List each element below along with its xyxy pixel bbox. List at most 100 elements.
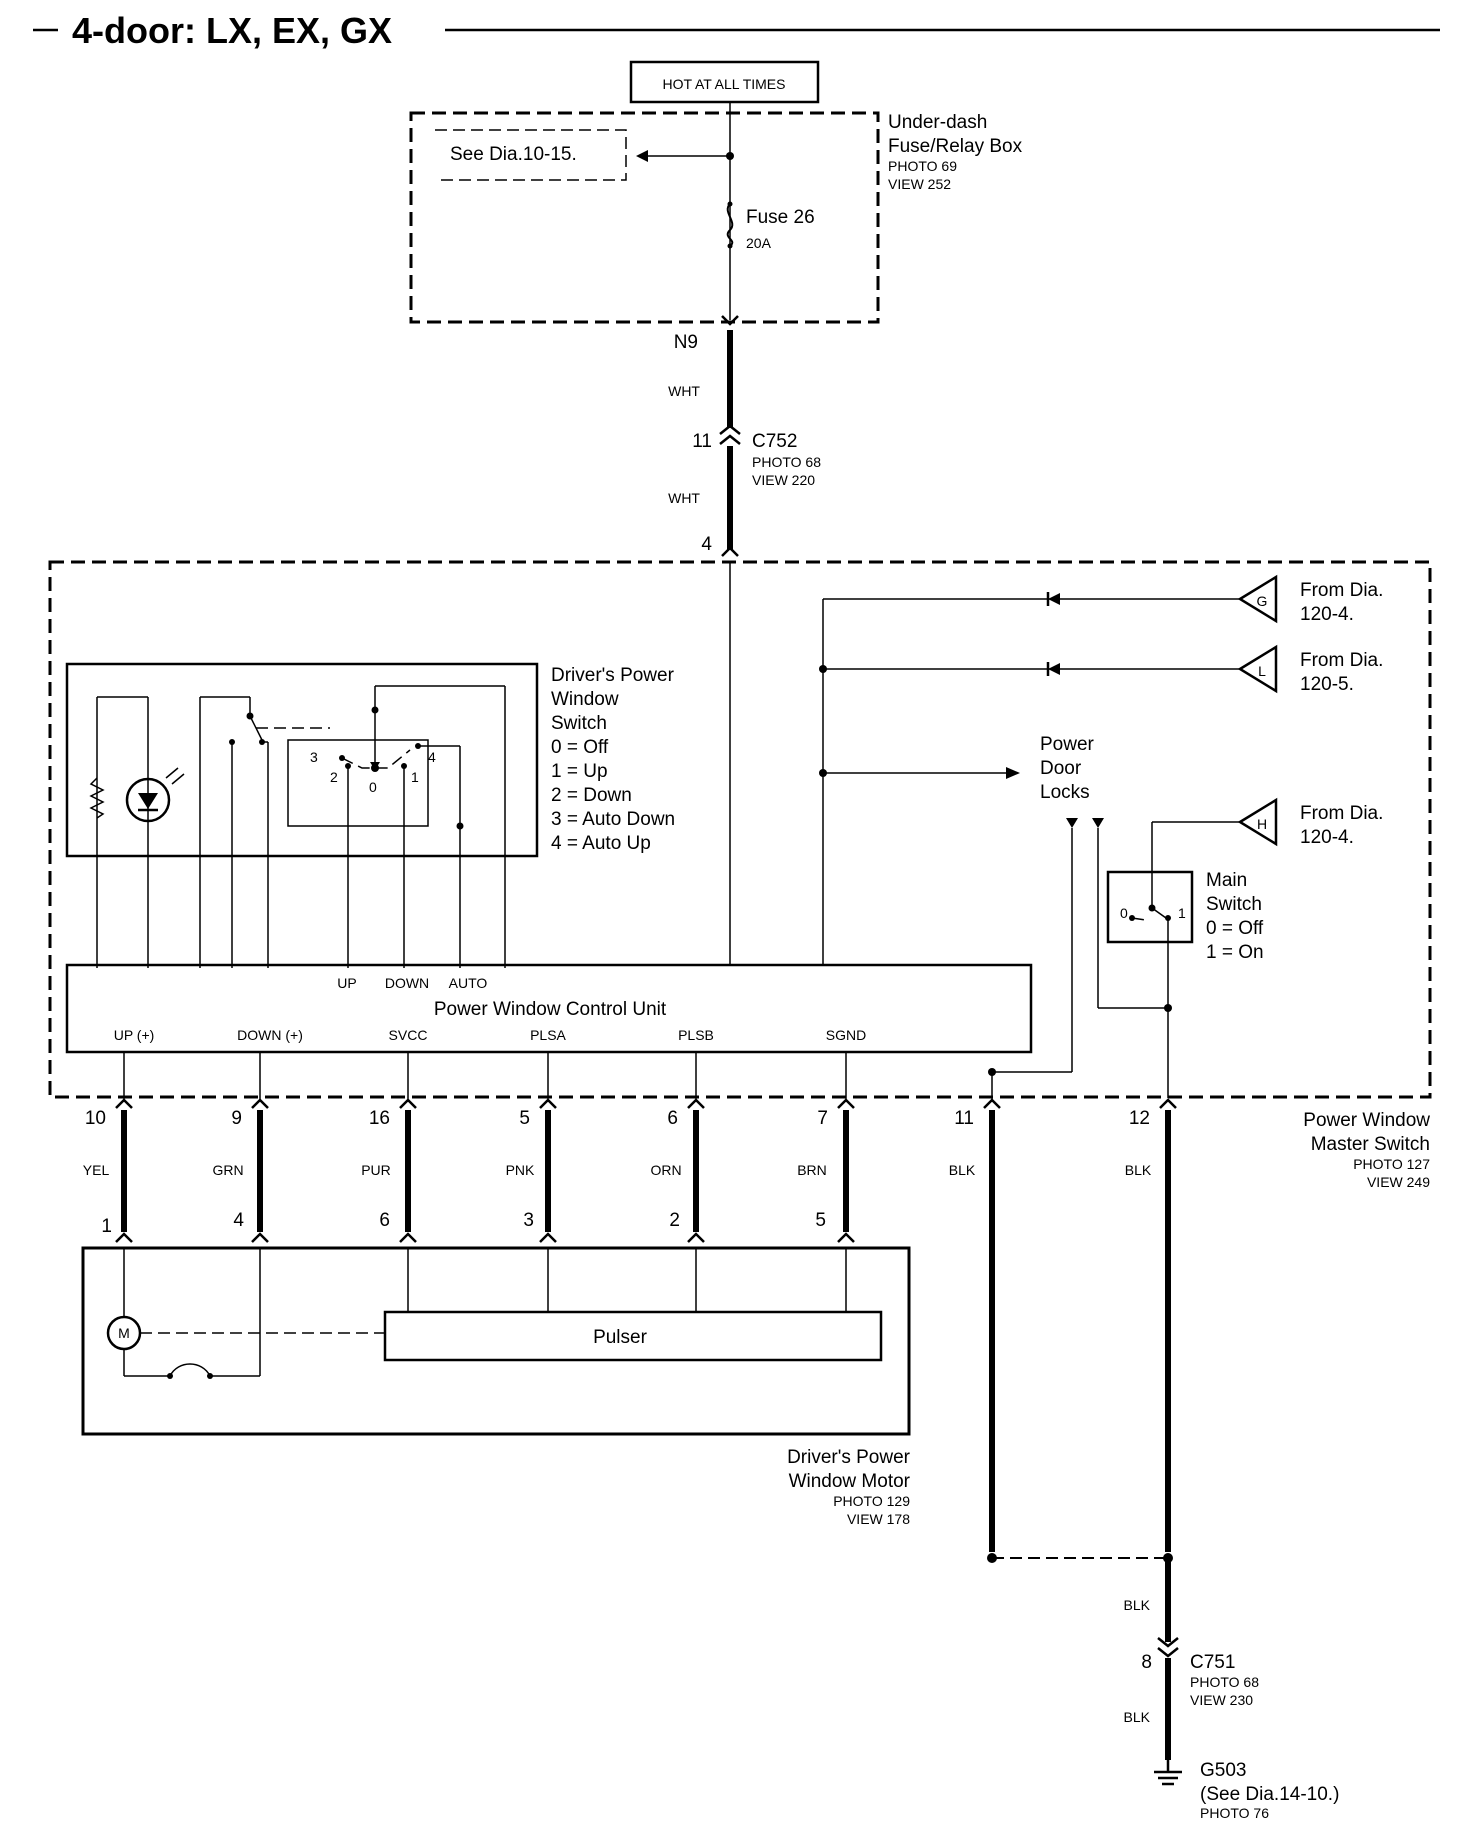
terminal-up: UP (+) bbox=[114, 1027, 155, 1043]
diode-g-icon bbox=[1048, 593, 1060, 605]
pulser-box bbox=[383, 1310, 883, 1362]
main-switch-label-line1: Main bbox=[1206, 870, 1247, 891]
pin-12: 12 bbox=[1129, 1108, 1150, 1129]
c752-view: VIEW 220 bbox=[752, 472, 815, 488]
pin-7: 7 bbox=[817, 1108, 828, 1129]
wire-color-pnk: PNK bbox=[506, 1162, 535, 1178]
drivers-switch-label-1: Window bbox=[551, 689, 619, 710]
master-switch-pin-connectors bbox=[115, 1098, 1177, 1109]
wire-color-grn: GRN bbox=[212, 1162, 243, 1178]
terminal-plsa: PLSA bbox=[530, 1027, 566, 1043]
pin-9: 9 bbox=[231, 1108, 242, 1129]
ground-wire-color-2: BLK bbox=[1124, 1709, 1151, 1725]
svg-text:H: H bbox=[1257, 816, 1267, 832]
terminal-plsb: PLSB bbox=[678, 1027, 714, 1043]
main-switch-pos-0: 0 bbox=[1120, 905, 1128, 921]
resistor-icon bbox=[89, 777, 105, 819]
control-unit-input-down: DOWN bbox=[385, 975, 429, 991]
connector-tag-g-icon: G bbox=[1237, 574, 1278, 624]
motor-pin-connectors bbox=[115, 1232, 855, 1243]
pin-4-connector-icon bbox=[721, 546, 739, 557]
ground-wire-color-1: BLK bbox=[1124, 1597, 1151, 1613]
circuit-breaker-icon bbox=[169, 1363, 211, 1377]
wire-color-brn: BRN bbox=[797, 1162, 827, 1178]
wht-label-2: WHT bbox=[668, 490, 700, 506]
power-door-locks-arrow-icon bbox=[1006, 767, 1020, 779]
c752-pin: 11 bbox=[692, 431, 712, 452]
fuse-26-icon bbox=[726, 201, 734, 249]
hot-at-all-times-box bbox=[629, 60, 820, 104]
c752-connector-icon bbox=[719, 424, 741, 445]
n9-connector-icon bbox=[721, 315, 739, 326]
wire-color-blk-11: BLK bbox=[949, 1162, 976, 1178]
wire-color-pur: PUR bbox=[361, 1162, 391, 1178]
fuse-box-photo: PHOTO 69 bbox=[888, 158, 957, 174]
main-switch-label-line2: Switch bbox=[1206, 894, 1262, 915]
pin-10: 10 bbox=[85, 1108, 106, 1129]
ground-icon bbox=[1154, 1760, 1182, 1786]
window-motor-photo: PHOTO 129 bbox=[833, 1493, 910, 1509]
from-dia-l-line2: 120-5. bbox=[1300, 674, 1354, 695]
c751-pin: 8 bbox=[1141, 1652, 1152, 1673]
fuse-26-rating: 20A bbox=[746, 235, 772, 251]
control-unit-input-auto: AUTO bbox=[449, 975, 488, 991]
door-lock-terminal-2-icon bbox=[1092, 818, 1104, 828]
window-motor-label-line1: Driver's Power bbox=[787, 1447, 911, 1468]
motor-pin-2: 2 bbox=[669, 1210, 680, 1231]
from-dia-l-line1: From Dia. bbox=[1300, 650, 1383, 671]
pulser-label: Pulser bbox=[593, 1327, 648, 1348]
from-dia-h-line2: 120-4. bbox=[1300, 827, 1354, 848]
drivers-switch-label-7: 4 = Auto Up bbox=[551, 833, 651, 854]
main-switch-label-line3: 0 = Off bbox=[1206, 918, 1264, 939]
switch-pos-4: 4 bbox=[428, 749, 436, 765]
drivers-switch-label-4: 1 = Up bbox=[551, 761, 608, 782]
switch-pos-1: 1 bbox=[411, 769, 419, 785]
master-switch-photo: PHOTO 127 bbox=[1353, 1156, 1430, 1172]
pin-11: 11 bbox=[954, 1108, 974, 1129]
harness-wires bbox=[121, 1110, 1171, 1552]
main-switch-pos-1: 1 bbox=[1178, 905, 1186, 921]
switch-pos-3: 3 bbox=[310, 749, 318, 765]
power-door-locks-line3: Locks bbox=[1040, 782, 1090, 803]
motor-pin-6: 6 bbox=[379, 1210, 390, 1231]
pin-4-label: 4 bbox=[701, 534, 712, 555]
control-unit-box bbox=[65, 963, 1033, 1054]
title-group: 4-door: LX, EX, GX bbox=[33, 10, 1440, 51]
page-title: 4-door: LX, EX, GX bbox=[72, 10, 392, 51]
drivers-switch-label-3: 0 = Off bbox=[551, 737, 609, 758]
c751-view: VIEW 230 bbox=[1190, 1692, 1253, 1708]
from-dia-h-line1: From Dia. bbox=[1300, 803, 1383, 824]
terminal-down: DOWN (+) bbox=[237, 1027, 303, 1043]
master-switch-label-line2: Master Switch bbox=[1311, 1134, 1430, 1155]
power-door-locks-line1: Power bbox=[1040, 734, 1095, 755]
window-motor-box bbox=[81, 1246, 911, 1436]
motor-pin-5: 5 bbox=[815, 1210, 826, 1231]
hot-at-all-times-label: HOT AT ALL TIMES bbox=[663, 76, 786, 92]
fuse-box-label-line1: Under-dash bbox=[888, 112, 987, 133]
connector-tag-l-icon: L bbox=[1237, 644, 1278, 694]
drivers-switch-label-6: 3 = Auto Down bbox=[551, 809, 675, 830]
wire-color-yel: YEL bbox=[83, 1162, 110, 1178]
window-motor-label-line2: Window Motor bbox=[789, 1471, 911, 1492]
svg-text:G: G bbox=[1257, 593, 1268, 609]
c751-photo: PHOTO 68 bbox=[1190, 1674, 1259, 1690]
pin-5: 5 bbox=[519, 1108, 530, 1129]
see-dia-ref-outline bbox=[435, 129, 627, 181]
g503-see-ref: (See Dia.14-10.) bbox=[1200, 1784, 1339, 1805]
from-dia-g-line2: 120-4. bbox=[1300, 604, 1354, 625]
motor-pin-3: 3 bbox=[523, 1210, 534, 1231]
fuse-box-view: VIEW 252 bbox=[888, 176, 951, 192]
c752-name: C752 bbox=[752, 431, 797, 452]
from-dia-g-line1: From Dia. bbox=[1300, 580, 1383, 601]
main-switch-box bbox=[1106, 870, 1194, 944]
drivers-switch-label-2: Switch bbox=[551, 713, 607, 734]
control-unit-output-wires bbox=[123, 1052, 993, 1102]
control-unit-input-up: UP bbox=[337, 975, 356, 991]
fuse-relay-box-outline bbox=[409, 111, 880, 324]
c752-photo: PHOTO 68 bbox=[752, 454, 821, 470]
see-dia-arrow-icon bbox=[636, 150, 648, 162]
see-dia-ref-label: See Dia.10-15. bbox=[450, 144, 577, 165]
master-switch-outline bbox=[48, 560, 1432, 1099]
connector-tag-h-icon: H bbox=[1237, 797, 1278, 847]
motor-icon: M bbox=[106, 1315, 142, 1351]
